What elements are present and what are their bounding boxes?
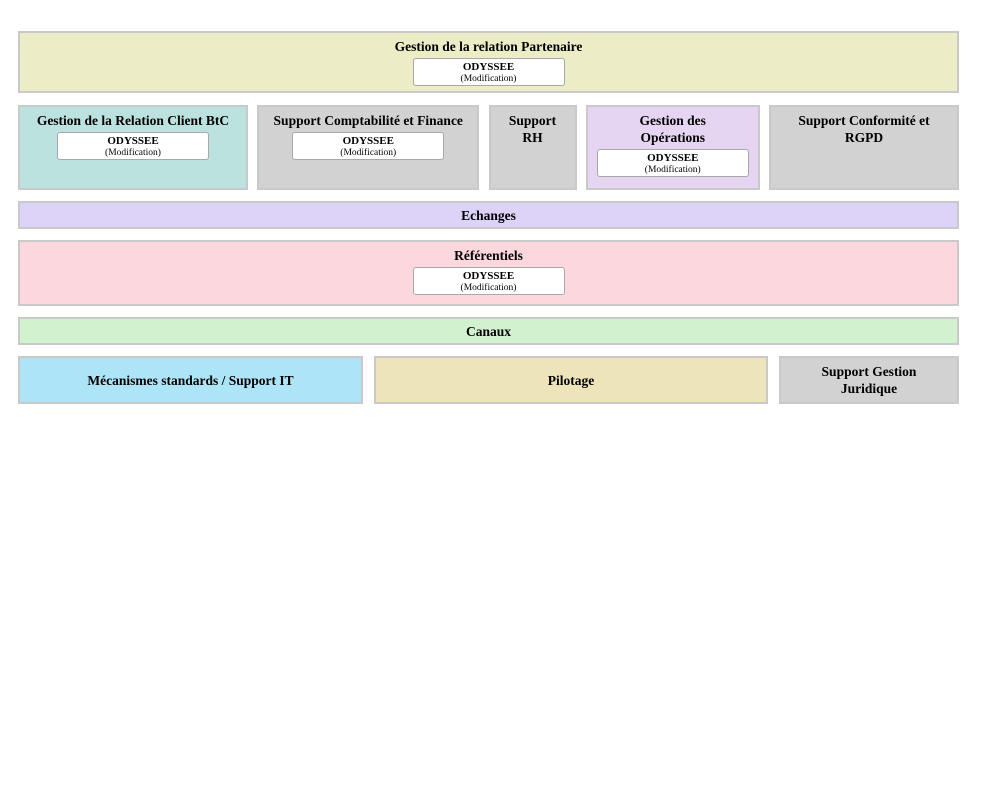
tag-action-label: (Modification) [460, 283, 517, 293]
block-label-comptabilite: Support Comptabilité et Finance [273, 113, 463, 128]
block-label-operations: Gestion des Opérations [639, 113, 706, 145]
odyssee-tag-referentiels: ODYSSEE (Modification) [412, 267, 565, 295]
tag-system-name: ODYSSEE [647, 152, 699, 164]
row-support-blocks: Mécanismes standards / Support IT Pilota… [18, 356, 959, 404]
block-label-mecanismes: Mécanismes standards / Support IT [87, 372, 294, 388]
block-support-comptabilite-finance: Support Comptabilité et Finance ODYSSEE … [257, 105, 480, 190]
block-support-rh: Support RH [488, 105, 577, 190]
tag-action-label: (Modification) [644, 165, 701, 175]
block-label-conformite: Support Conformité et RGPD [798, 113, 930, 145]
block-label-juridique: Support Gestion Juridique [821, 364, 917, 396]
tag-system-name: ODYSSEE [462, 61, 515, 73]
block-label-partenaire: Gestion de la relation Partenaire [394, 39, 583, 54]
block-canaux: Canaux [18, 317, 959, 345]
block-echanges: Echanges [18, 201, 959, 229]
block-gestion-relation-client-btc: Gestion de la Relation Client BtC ODYSSE… [18, 105, 248, 190]
tag-action-label: (Modification) [460, 74, 517, 84]
block-gestion-relation-partenaire: Gestion de la relation Partenaire ODYSSE… [18, 31, 959, 93]
block-label-rh: Support RH [508, 113, 557, 145]
tag-system-name: ODYSSEE [107, 135, 159, 147]
block-support-gestion-juridique: Support Gestion Juridique [779, 356, 959, 404]
tag-system-name: ODYSSEE [462, 270, 515, 282]
odyssee-tag-partenaire: ODYSSEE (Modification) [412, 58, 565, 86]
capability-map: Gestion de la relation Partenaire ODYSSE… [18, 31, 959, 404]
odyssee-tag-comptabilite: ODYSSEE (Modification) [292, 132, 445, 160]
row-domain-blocks: Gestion de la Relation Client BtC ODYSSE… [18, 105, 959, 190]
block-pilotage: Pilotage [374, 356, 768, 404]
odyssee-tag-client-btc: ODYSSEE (Modification) [57, 132, 209, 160]
block-label-client-btc: Gestion de la Relation Client BtC [36, 113, 230, 128]
block-label-pilotage: Pilotage [547, 372, 595, 388]
block-mecanismes-standards-support-it: Mécanismes standards / Support IT [18, 356, 363, 404]
block-label-echanges: Echanges [461, 207, 516, 223]
odyssee-tag-operations: ODYSSEE (Modification) [596, 149, 749, 177]
tag-system-name: ODYSSEE [342, 135, 394, 147]
block-label-canaux: Canaux [465, 323, 511, 339]
tag-action-label: (Modification) [105, 148, 161, 158]
block-gestion-des-operations: Gestion des Opérations ODYSSEE (Modifica… [585, 105, 760, 190]
tag-action-label: (Modification) [340, 148, 397, 158]
block-support-conformite-rgpd: Support Conformité et RGPD [769, 105, 959, 190]
block-label-referentiels: Référentiels [454, 248, 523, 263]
block-referentiels: Référentiels ODYSSEE (Modification) [18, 240, 959, 306]
